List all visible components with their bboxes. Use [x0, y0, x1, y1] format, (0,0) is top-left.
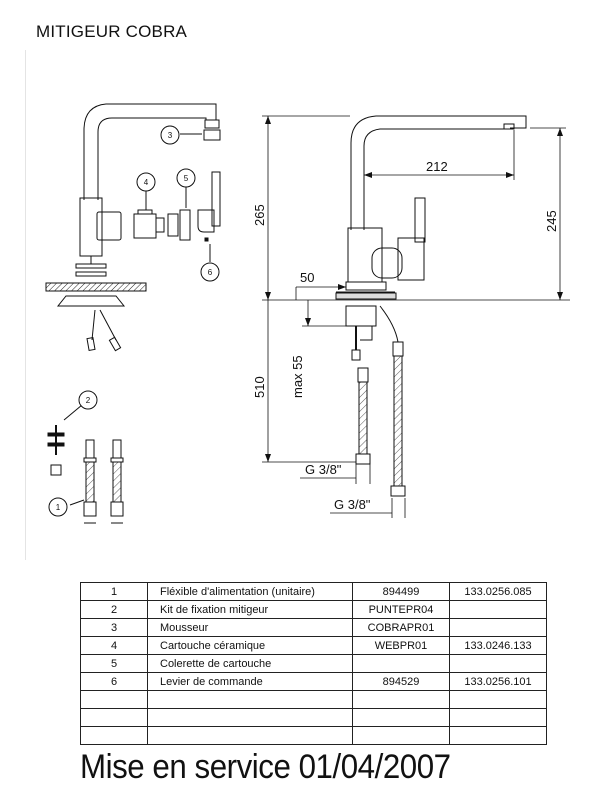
side-spout — [350, 115, 527, 230]
page-title: MITIGEUR COBRA — [36, 22, 188, 41]
dim-50: 50 — [300, 270, 314, 285]
callout-6: 6 — [200, 262, 220, 282]
svg-text:2: 2 — [86, 396, 91, 405]
side-view — [335, 115, 527, 497]
part-reference: WEBPR01 — [352, 636, 450, 655]
dim-g38-lower: G 3/8" — [334, 497, 371, 512]
part-name — [147, 690, 353, 709]
part-number: 4 — [80, 636, 148, 655]
commissioning-date: Mise en service 01/04/2007 — [80, 748, 451, 786]
part-number — [80, 690, 148, 709]
callout-3: 3 — [160, 125, 180, 145]
part-name — [147, 726, 353, 745]
part-number: 5 — [80, 654, 148, 673]
technical-drawing: 1 2 3 4 5 6 — [45, 103, 570, 524]
callout-1: 1 — [48, 497, 68, 517]
part-code: 133.0246.133 — [449, 636, 547, 655]
spout-outline — [83, 103, 217, 200]
part-reference — [352, 654, 450, 673]
part-code — [449, 726, 547, 745]
svg-text:5: 5 — [184, 174, 189, 183]
mixer-body — [79, 197, 103, 257]
dimension-arrows — [265, 116, 563, 462]
part-number: 1 — [80, 582, 148, 601]
part-reference: COBRAPR01 — [352, 618, 450, 637]
part-name: Levier de commande — [147, 672, 353, 691]
part-reference: 894499 — [352, 582, 450, 601]
part-code — [449, 600, 547, 619]
sheet-edge-line — [25, 50, 26, 560]
svg-text:4: 4 — [144, 178, 149, 187]
dim-510: 510 — [252, 376, 267, 398]
part-number: 6 — [80, 672, 148, 691]
dim-max-55: max 55 — [290, 355, 305, 398]
part-number — [80, 726, 148, 745]
part-reference — [352, 690, 450, 709]
part-reference — [352, 708, 450, 727]
svg-text:6: 6 — [208, 268, 213, 277]
part-name: Cartouche céramique — [147, 636, 353, 655]
part-name: Kit de fixation mitigeur — [147, 600, 353, 619]
table-row — [80, 726, 547, 745]
callout-4: 4 — [136, 172, 156, 192]
table-row — [80, 690, 547, 709]
part-reference: PUNTEPR04 — [352, 600, 450, 619]
callout-5: 5 — [176, 168, 196, 188]
callout-2: 2 — [78, 390, 98, 410]
dim-245: 245 — [544, 210, 559, 232]
dim-265: 265 — [252, 204, 267, 226]
part-name: Mousseur — [147, 618, 353, 637]
part-name: Colerette de cartouche — [147, 654, 353, 673]
part-number: 2 — [80, 600, 148, 619]
part-code — [449, 690, 547, 709]
part-reference: 894529 — [352, 672, 450, 691]
part-reference — [352, 726, 450, 745]
dimension-lines — [262, 115, 570, 518]
counter-top — [45, 282, 147, 292]
part-number — [80, 708, 148, 727]
part-code — [449, 708, 547, 727]
part-code: 133.0256.085 — [449, 582, 547, 601]
part-name — [147, 708, 353, 727]
table-row — [80, 708, 547, 727]
part-code: 133.0256.101 — [449, 672, 547, 691]
part-number: 3 — [80, 618, 148, 637]
dim-g38-upper: G 3/8" — [305, 462, 342, 477]
svg-text:3: 3 — [168, 131, 173, 140]
part-code — [449, 654, 547, 673]
exploded-view — [45, 103, 221, 524]
svg-text:1: 1 — [56, 503, 61, 512]
part-code — [449, 618, 547, 637]
dim-212: 212 — [426, 159, 448, 174]
part-name: Fléxible d'alimentation (unitaire) — [147, 582, 353, 601]
